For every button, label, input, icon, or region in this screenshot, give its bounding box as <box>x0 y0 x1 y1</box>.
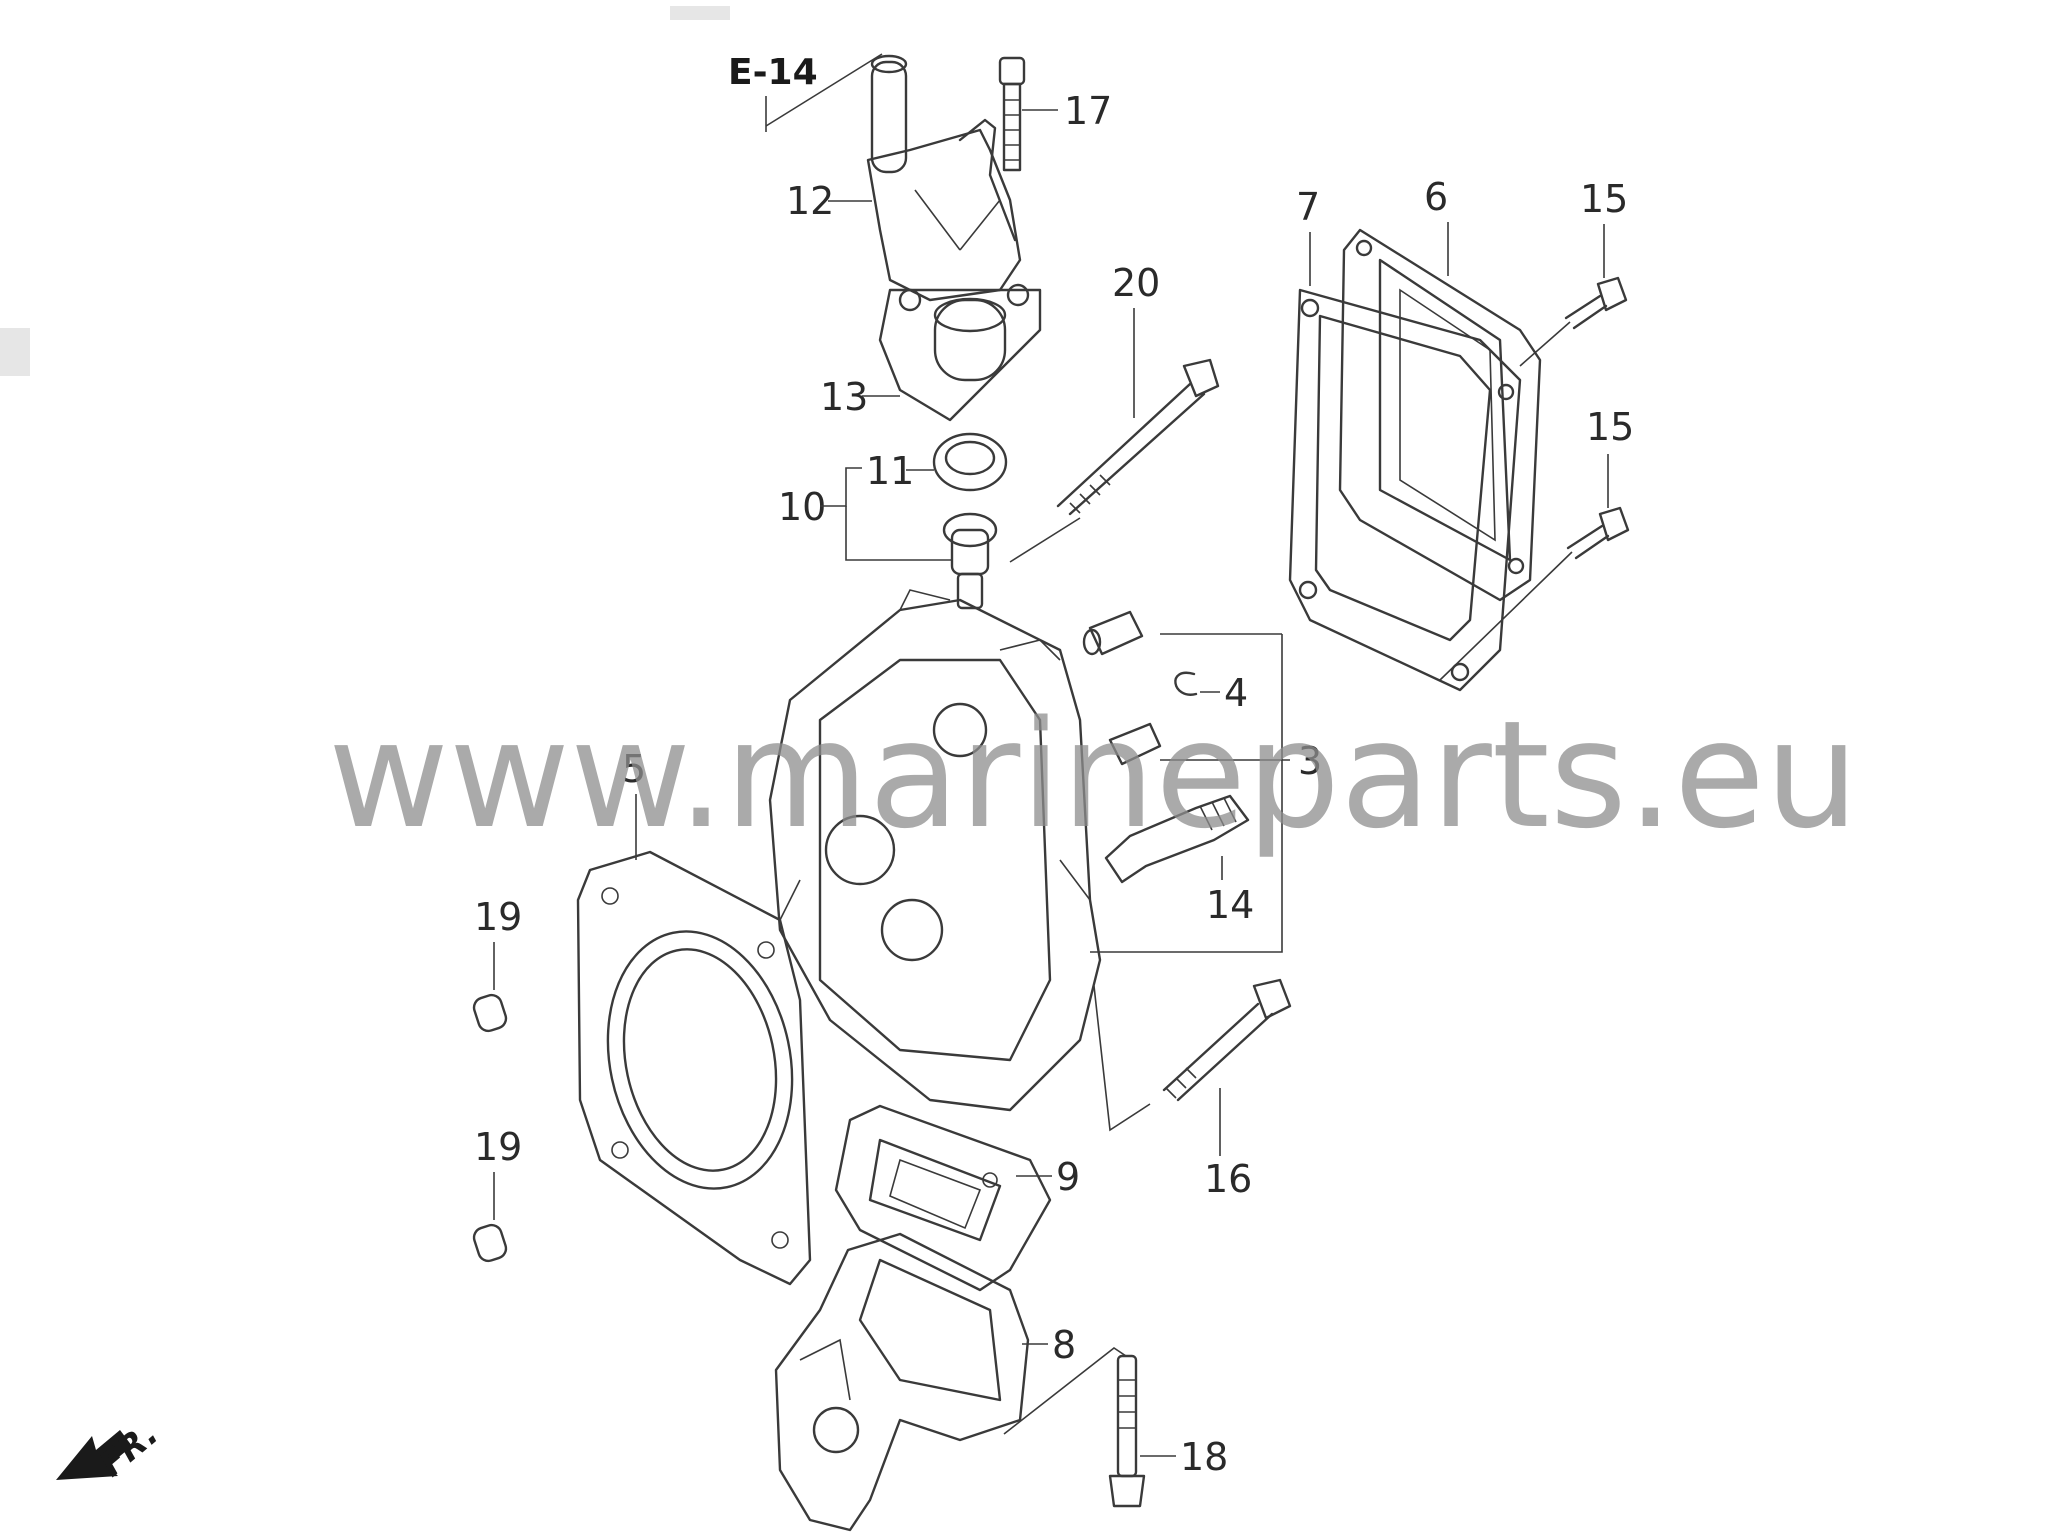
leader-10-a <box>820 467 862 507</box>
part-20-bolt <box>1056 358 1220 516</box>
callout-10: 10 <box>778 485 826 529</box>
watermark: www.marineparts.eu <box>328 689 1859 861</box>
part-19-dowel-upper <box>472 993 508 1033</box>
leader-20-b <box>1009 517 1081 563</box>
part-13-thermostat-cover <box>878 283 1042 422</box>
callout-11: 11 <box>866 449 914 493</box>
part-14-spark-plug <box>1104 794 1250 884</box>
callout-4: 4 <box>1224 671 1248 715</box>
callout-13: 13 <box>820 375 868 419</box>
callout-19b: 19 <box>474 1125 522 1169</box>
part-4-clip <box>1174 671 1198 696</box>
leader-16-b <box>1093 985 1151 1132</box>
part-12-hose-joint <box>866 54 1022 302</box>
part-10-thermostat <box>942 512 998 610</box>
callout-18: 18 <box>1180 1435 1228 1479</box>
part-dowel-pin <box>1082 610 1144 656</box>
leader-10-b <box>845 506 952 561</box>
callout-9: 9 <box>1056 1155 1080 1199</box>
leader-15a-b <box>1519 321 1571 367</box>
part-11-seal-ring <box>932 432 1008 492</box>
callout-16: 16 <box>1204 1157 1252 1201</box>
part-7-gasket <box>1288 288 1522 692</box>
cylinder-head <box>768 589 1102 1112</box>
callout-14: 14 <box>1206 883 1254 927</box>
part-9-gasket <box>834 1104 1052 1292</box>
part-15-bolt-upper <box>1564 276 1628 330</box>
callout-15a: 15 <box>1580 177 1628 221</box>
callout-6: 6 <box>1424 175 1448 219</box>
callout-20: 20 <box>1112 261 1160 305</box>
leader-15b-b <box>1439 551 1573 681</box>
front-arrow-icon <box>56 1430 132 1480</box>
callout-12: 12 <box>786 179 834 223</box>
part-6-head-cover <box>1338 228 1542 602</box>
part-3-pin <box>1108 722 1162 766</box>
callout-3: 3 <box>1298 739 1322 783</box>
scan-mark <box>670 6 730 20</box>
callout-7: 7 <box>1296 185 1320 229</box>
reference-label: E-14 <box>728 52 818 93</box>
part-16-bolt <box>1162 978 1292 1102</box>
part-17-bolt <box>998 56 1026 172</box>
part-15-bolt-lower <box>1566 506 1630 560</box>
part-18-bolt <box>1108 1354 1146 1508</box>
part-8-exhaust-manifold <box>774 1232 1030 1532</box>
callout-19a: 19 <box>474 895 522 939</box>
bracket-3-4-14 <box>1090 634 1283 953</box>
part-5-head-gasket <box>576 850 812 1286</box>
scan-mark <box>0 328 30 376</box>
callout-8: 8 <box>1052 1323 1076 1367</box>
leader-18-b <box>1003 1347 1127 1435</box>
callout-17: 17 <box>1064 89 1112 133</box>
callout-15b: 15 <box>1586 405 1634 449</box>
reference-leader <box>765 53 883 127</box>
callout-5: 5 <box>622 747 646 791</box>
part-19-dowel-lower <box>472 1223 508 1263</box>
